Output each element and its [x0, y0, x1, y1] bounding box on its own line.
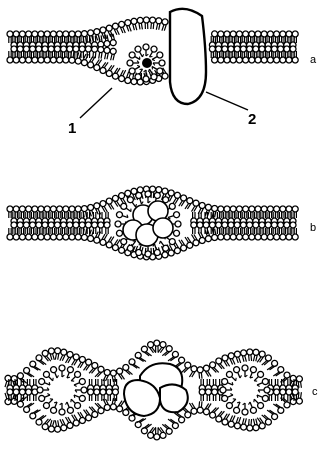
- panel-b: [7, 186, 298, 260]
- protein-2: [170, 9, 206, 104]
- callout-line-2: [206, 92, 248, 110]
- panel-label-b: b: [310, 222, 316, 234]
- protein-aggregate-c: [124, 363, 188, 416]
- callout-line-1: [80, 88, 112, 118]
- callout-label-2: 2: [248, 111, 256, 128]
- panel-label-c: c: [312, 386, 318, 398]
- panel-a: [7, 17, 298, 85]
- panel-label-a: a: [310, 54, 317, 66]
- ligand-dot: [142, 58, 152, 68]
- micelle-c-right: [220, 365, 270, 415]
- callout-label-1: 1: [68, 120, 76, 137]
- micelle-c-left: [37, 365, 87, 415]
